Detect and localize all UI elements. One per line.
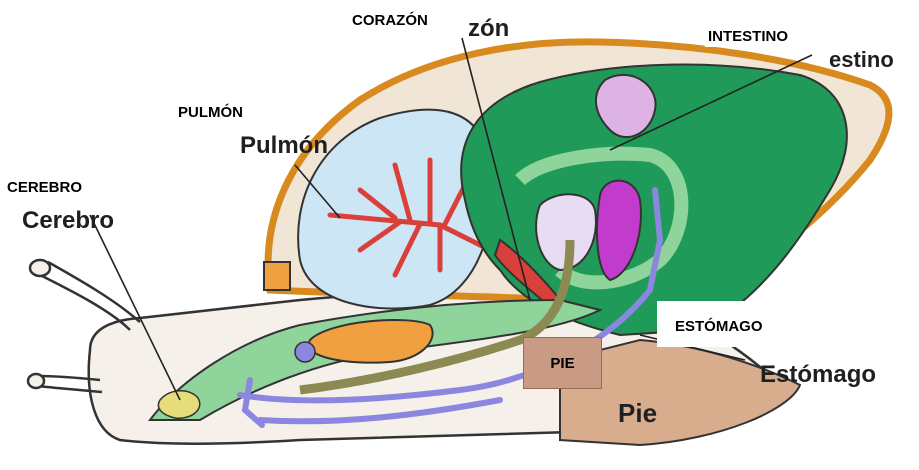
label-pie: PIE — [523, 337, 602, 389]
orig-label-pulmon: Pulmón — [240, 132, 328, 159]
nerve-ganglion — [295, 342, 315, 362]
orig-label-corazon: zón — [468, 15, 509, 42]
shell-lip — [264, 262, 290, 290]
orig-label-pie: Pie — [618, 398, 657, 428]
lower-tentacle-tip — [28, 374, 44, 388]
label-cerebro: CEREBRO — [4, 177, 85, 198]
brain — [158, 391, 199, 419]
label-intestino: INTESTINO — [705, 26, 791, 47]
label-pulmon: PULMÓN — [175, 102, 246, 123]
orig-label-estomago: Estómago — [760, 361, 876, 388]
upper-tentacle-tip — [30, 260, 50, 276]
orig-label-intestino: estino — [829, 47, 894, 72]
label-estomago: ESTÓMAGO — [657, 301, 817, 347]
orig-label-cerebro: Cerebro — [22, 207, 114, 234]
label-corazon: CORAZÓN — [349, 10, 431, 31]
